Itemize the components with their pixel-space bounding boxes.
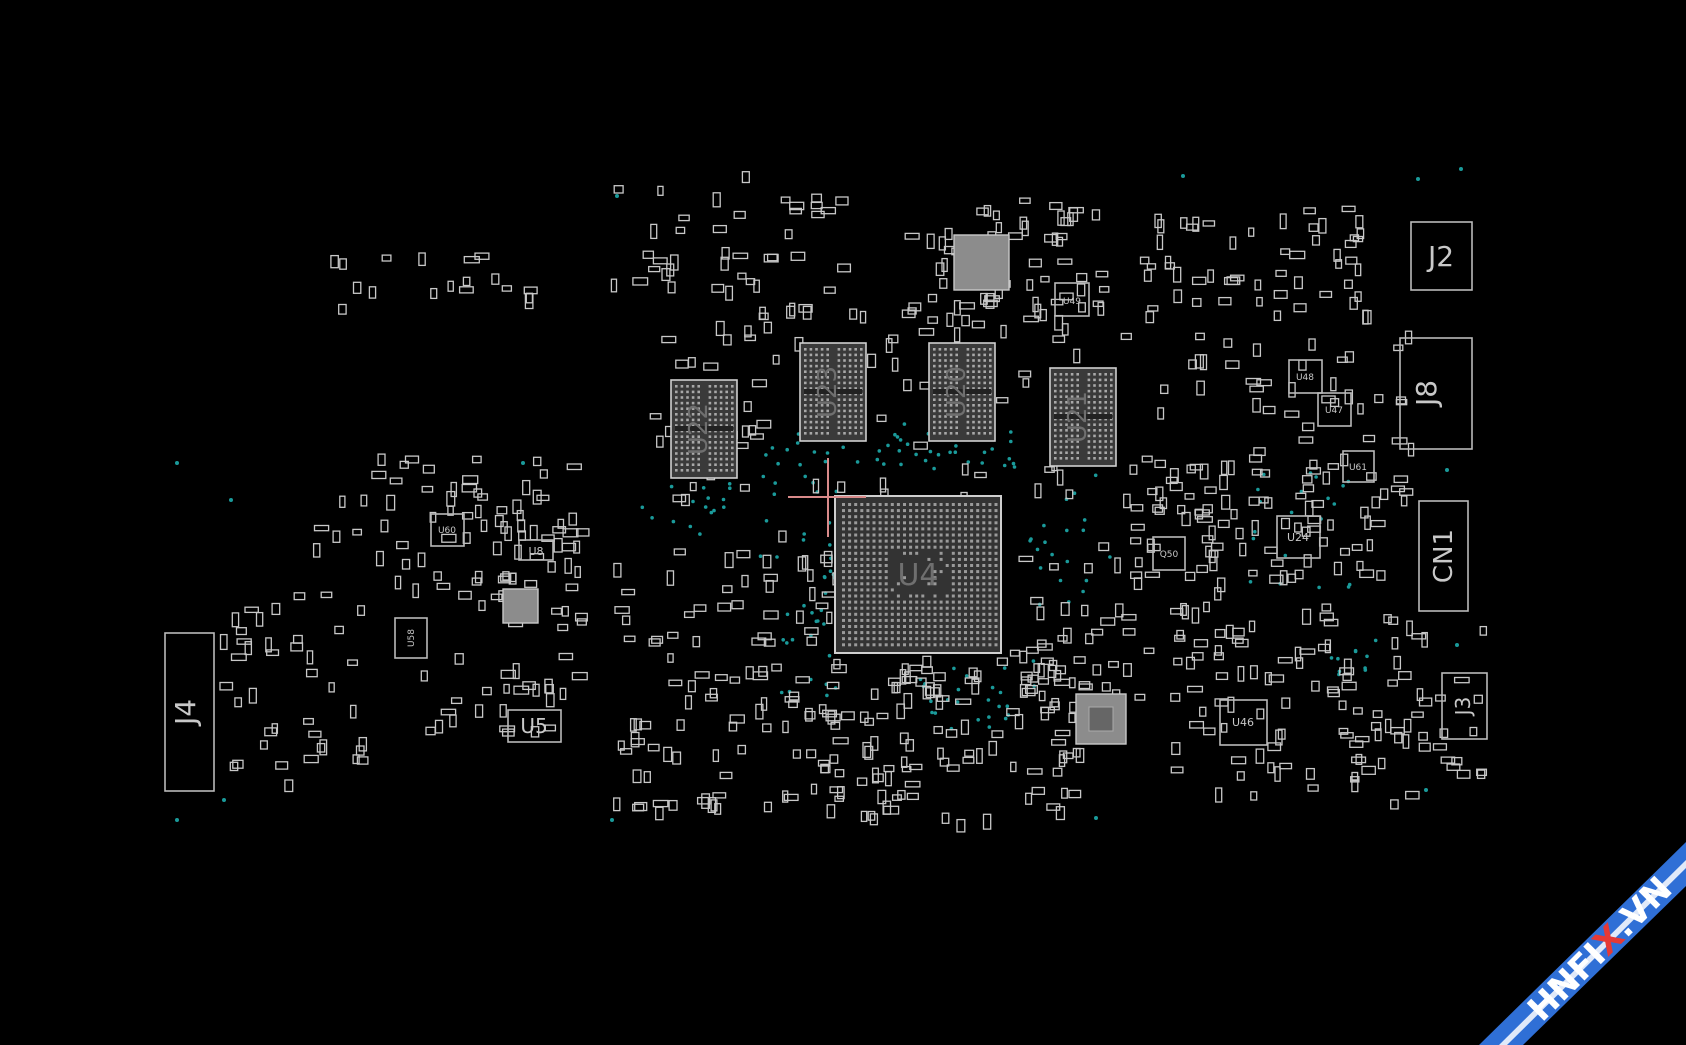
connector-j8[interactable]: J8	[1399, 337, 1473, 450]
connector-j3[interactable]: J3	[1441, 672, 1488, 740]
chip-u46[interactable]: U46	[1219, 699, 1268, 746]
j4-label: J4	[169, 699, 202, 727]
chip-top-bga[interactable]	[953, 234, 1010, 291]
u24-label: U24	[1287, 531, 1309, 544]
u58-label: U58	[407, 629, 417, 647]
chip-u49[interactable]: U49	[1054, 282, 1090, 317]
u22-label: U22	[684, 403, 714, 455]
u21-ball-grid	[1054, 373, 1113, 460]
chip-u24[interactable]: U24	[1276, 515, 1321, 559]
chip-u4[interactable]: U4	[834, 495, 1002, 654]
via-layer	[175, 167, 1463, 822]
u4-label: U4	[897, 558, 938, 593]
u46-label: U46	[1232, 716, 1254, 729]
chip-u21[interactable]: U21	[1049, 367, 1117, 467]
crosshair-cursor	[788, 458, 866, 537]
transistor-q50[interactable]: Q50	[1152, 536, 1186, 571]
u48-label: U48	[1296, 373, 1314, 383]
u47-label: U47	[1325, 406, 1343, 416]
connector-j2[interactable]: J2	[1410, 221, 1473, 291]
u8-label: U8	[528, 545, 543, 558]
u20-label: U20	[942, 366, 972, 418]
u22-ball-grid	[675, 385, 734, 472]
u61-label: U61	[1349, 463, 1367, 473]
j8-label: J8	[1410, 380, 1443, 408]
chip-u60[interactable]: U60	[430, 513, 465, 547]
u23-ball-grid	[804, 348, 863, 435]
u49-label: U49	[1063, 297, 1081, 307]
j3-label: J3	[1451, 697, 1475, 718]
chip-a1-qfn[interactable]	[1075, 693, 1127, 745]
chip-u22[interactable]: U22	[670, 379, 738, 479]
u4-ball-grid	[842, 503, 998, 647]
chip-left-qfn[interactable]	[502, 588, 539, 624]
chip-u8[interactable]: U8	[518, 539, 554, 561]
passive-pads-layer	[219, 171, 1488, 833]
chip-u61[interactable]: U61	[1342, 450, 1375, 483]
chip-u5[interactable]: U5	[507, 709, 562, 743]
j2-label: J2	[1426, 240, 1454, 273]
connector-cn1[interactable]: CN1	[1418, 500, 1469, 612]
chip-u23[interactable]: U23	[799, 342, 867, 442]
u60-label: U60	[438, 526, 456, 536]
u5-label: U5	[520, 714, 547, 738]
connector-j4[interactable]: J4	[164, 632, 215, 792]
chip-u58[interactable]: U58	[394, 617, 428, 659]
u23-label: U23	[813, 366, 843, 418]
u21-label: U21	[1063, 391, 1093, 443]
cn1-label: CN1	[1429, 529, 1459, 583]
chip-u47[interactable]: U47	[1317, 392, 1352, 427]
u20-ball-grid	[933, 348, 992, 435]
chip-u48[interactable]: U48	[1288, 359, 1323, 394]
q50-label: Q50	[1160, 550, 1179, 560]
chip-u20[interactable]: U20	[928, 342, 996, 442]
